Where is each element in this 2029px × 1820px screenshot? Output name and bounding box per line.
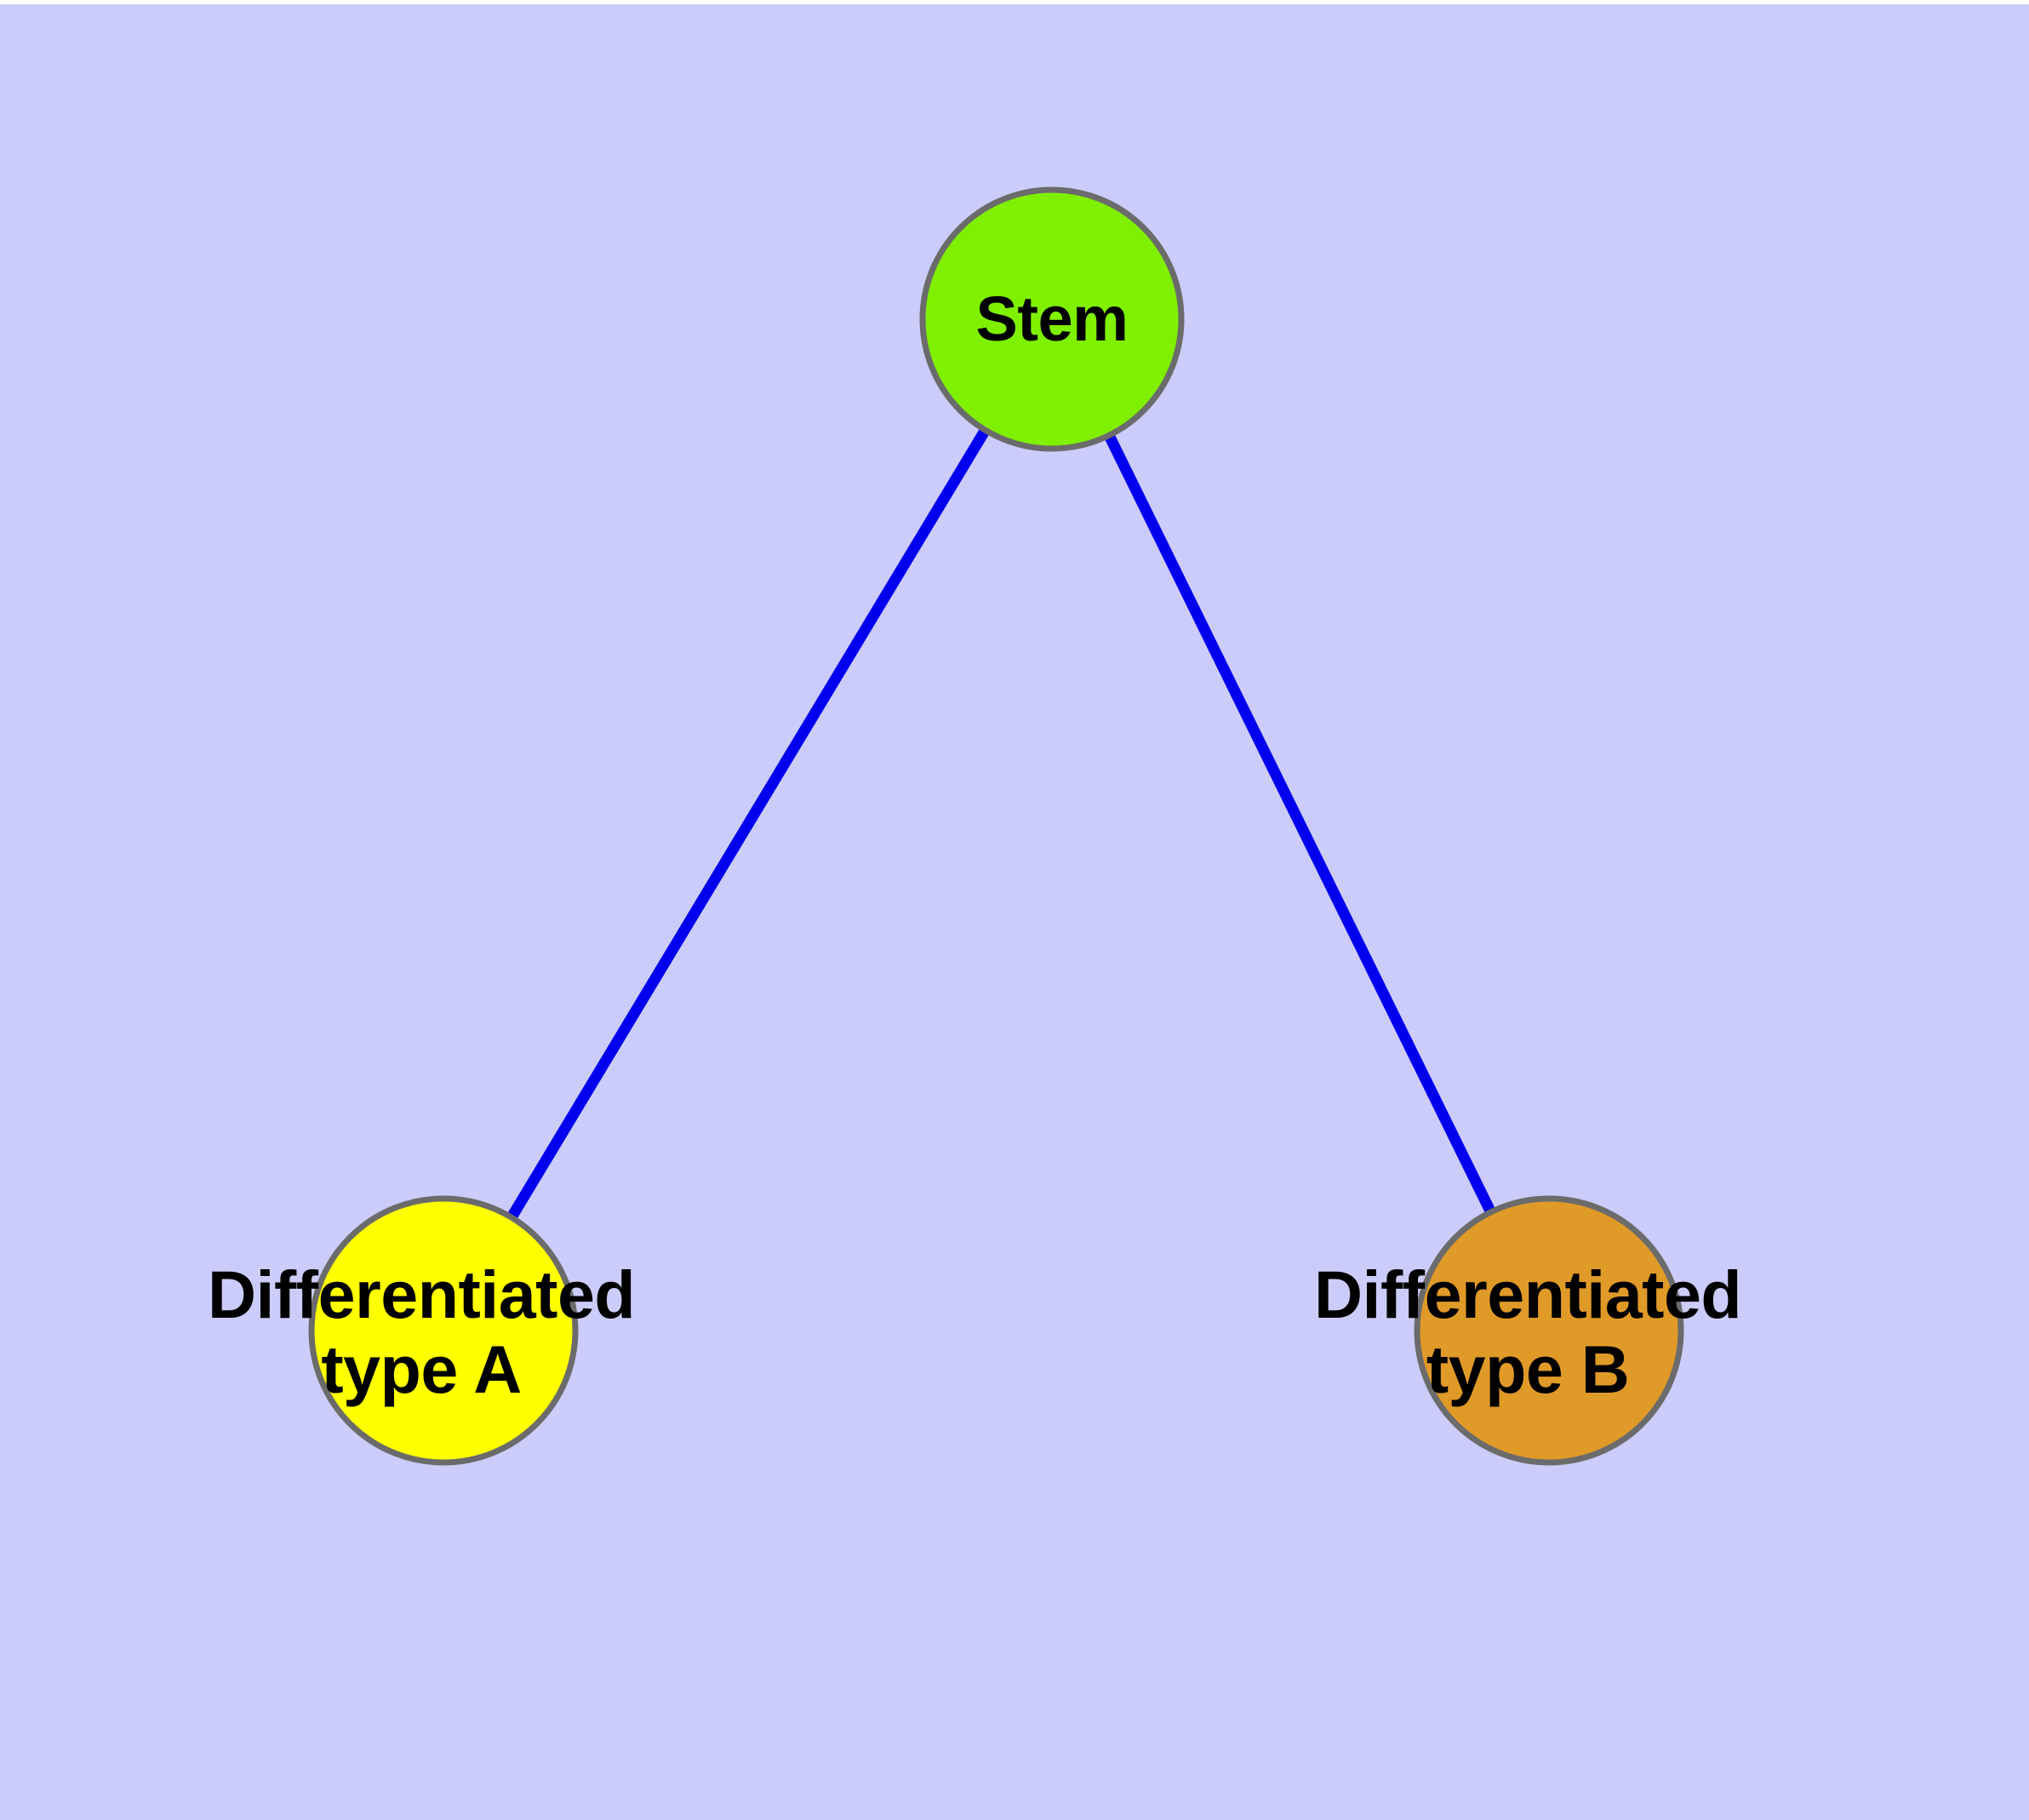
graph-edge-stem-to-a[interactable] bbox=[505, 424, 992, 1223]
node-layer bbox=[308, 186, 1684, 1466]
graph-node-diff-type-b[interactable] bbox=[1414, 1195, 1684, 1466]
graph-edge-stem-to-b[interactable] bbox=[1102, 429, 1498, 1218]
graph-node-diff-type-a[interactable] bbox=[308, 1195, 579, 1466]
graph-node-stem[interactable] bbox=[919, 186, 1185, 452]
edge-layer bbox=[505, 424, 1498, 1223]
